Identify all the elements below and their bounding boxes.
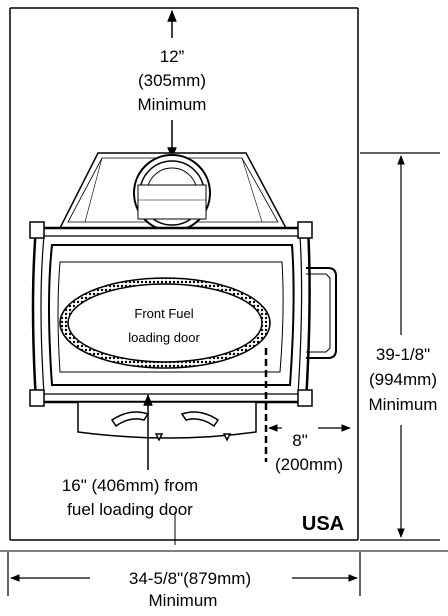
front-clearance-line1: 16" (406mm) from [62, 476, 198, 495]
width-clearance-label: 34-5/8"(879mm) Minimum [129, 569, 251, 610]
width-dimension [7, 552, 361, 596]
top-clearance-line2: (305mm) [138, 71, 206, 90]
side-clearance-line1: 8" [292, 431, 308, 450]
side-clearance [264, 348, 351, 462]
front-clearance-label: 16" (406mm) from fuel loading door [62, 476, 198, 519]
stove-base [77, 401, 257, 442]
wall-outline [9, 7, 359, 541]
width-clearance-line2: Minimum [149, 591, 218, 610]
height-clearance-line1: 39-1/8" [376, 345, 430, 364]
height-clearance-label: 39-1/8" (994mm) Minimum [369, 345, 438, 414]
door-label-line2: loading door [128, 330, 200, 345]
side-clearance-line2: (200mm) [275, 455, 343, 474]
height-clearance-line2: (994mm) [369, 370, 437, 389]
region-label: USA [302, 513, 344, 535]
top-clearance-line3: Minimum [138, 95, 207, 114]
height-dimension [360, 152, 440, 541]
top-clearance-line1: 12” [160, 47, 185, 66]
fuel-loading-door [59, 277, 271, 369]
door-label-line1: Front Fuel [134, 306, 193, 321]
front-clearance-line2: fuel loading door [67, 500, 193, 519]
stove-flue-housing [58, 152, 288, 232]
door-label: Front Fuel loading door [128, 306, 200, 345]
width-clearance-line1: 34-5/8"(879mm) [129, 569, 251, 588]
side-clearance-label: 8" (200mm) [275, 431, 343, 474]
height-clearance-line3: Minimum [369, 395, 438, 414]
top-clearance-label: 12” (305mm) Minimum [138, 47, 207, 114]
